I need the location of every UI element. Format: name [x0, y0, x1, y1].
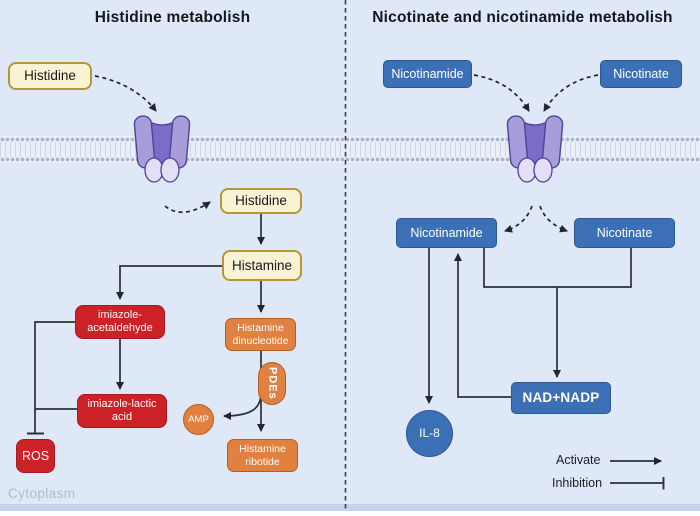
- node-il8: IL-8: [406, 410, 453, 457]
- pdes-label: PDEs: [266, 367, 279, 400]
- node-histidine-extracellular: Histidine: [8, 62, 92, 90]
- arrow-nicotinate-out-to-transporter: [543, 74, 599, 112]
- node-nad-nadp: NAD+NADP: [511, 382, 611, 414]
- cell-membrane: [0, 136, 700, 163]
- bottom-edge-strip: [0, 504, 700, 511]
- arrow-transporter-to-nicotinamide-in: [504, 205, 533, 233]
- transporter-protein-left-icon: [133, 114, 191, 183]
- node-histamine: Histamine: [222, 250, 302, 281]
- node-amp: AMP: [183, 404, 214, 435]
- arrow-histamine-to-imiazole-acetaldehyde: [116, 265, 222, 300]
- node-histidine-cytoplasm: Histidine: [220, 188, 302, 214]
- arrow-histidine-out-to-transporter: [94, 75, 157, 112]
- legend-activate-label: Activate: [556, 453, 601, 467]
- node-imiazole-lactic-acid: imiazole-lactic acid: [77, 394, 167, 428]
- node-nicotinamide-extracellular: Nicotinamide: [383, 60, 472, 88]
- node-pdes-enzyme: PDEs: [258, 362, 286, 405]
- arrow-transporter-to-nicotinate-in: [539, 205, 568, 233]
- right-panel-title: Nicotinate and nicotinamide metabolish: [372, 9, 673, 26]
- left-panel-title: Histidine metabolish: [94, 9, 251, 26]
- transporter-protein-right-icon: [506, 114, 564, 183]
- inhibition-line-to-ros: [34, 321, 75, 433]
- node-nicotinate-cytoplasm: Nicotinate: [574, 218, 675, 248]
- arrow-branch-to-amp: [223, 392, 262, 420]
- arrow-transporter-to-histidine-in: [164, 201, 211, 214]
- junction-nicotinamide-nicotinate: [483, 248, 632, 288]
- arrow-nicotinamide-out-to-transporter: [473, 74, 530, 112]
- node-ros: ROS: [16, 439, 55, 473]
- node-imiazole-acetaldehyde: imiazole- acetaldehyde: [75, 305, 165, 339]
- node-nicotinate-extracellular: Nicotinate: [600, 60, 682, 88]
- node-histamine-ribotide: Histamine ribotide: [227, 439, 298, 472]
- arrow-nadnadp-to-nicotinamide: [454, 253, 511, 398]
- legend-inhibition-label: Inhibition: [552, 476, 603, 490]
- node-histamine-dinucleotide: Histamine dinucleotide: [225, 318, 296, 351]
- node-nicotinamide-cytoplasm: Nicotinamide: [396, 218, 497, 248]
- cytoplasm-label: Cytoplasm: [8, 486, 76, 501]
